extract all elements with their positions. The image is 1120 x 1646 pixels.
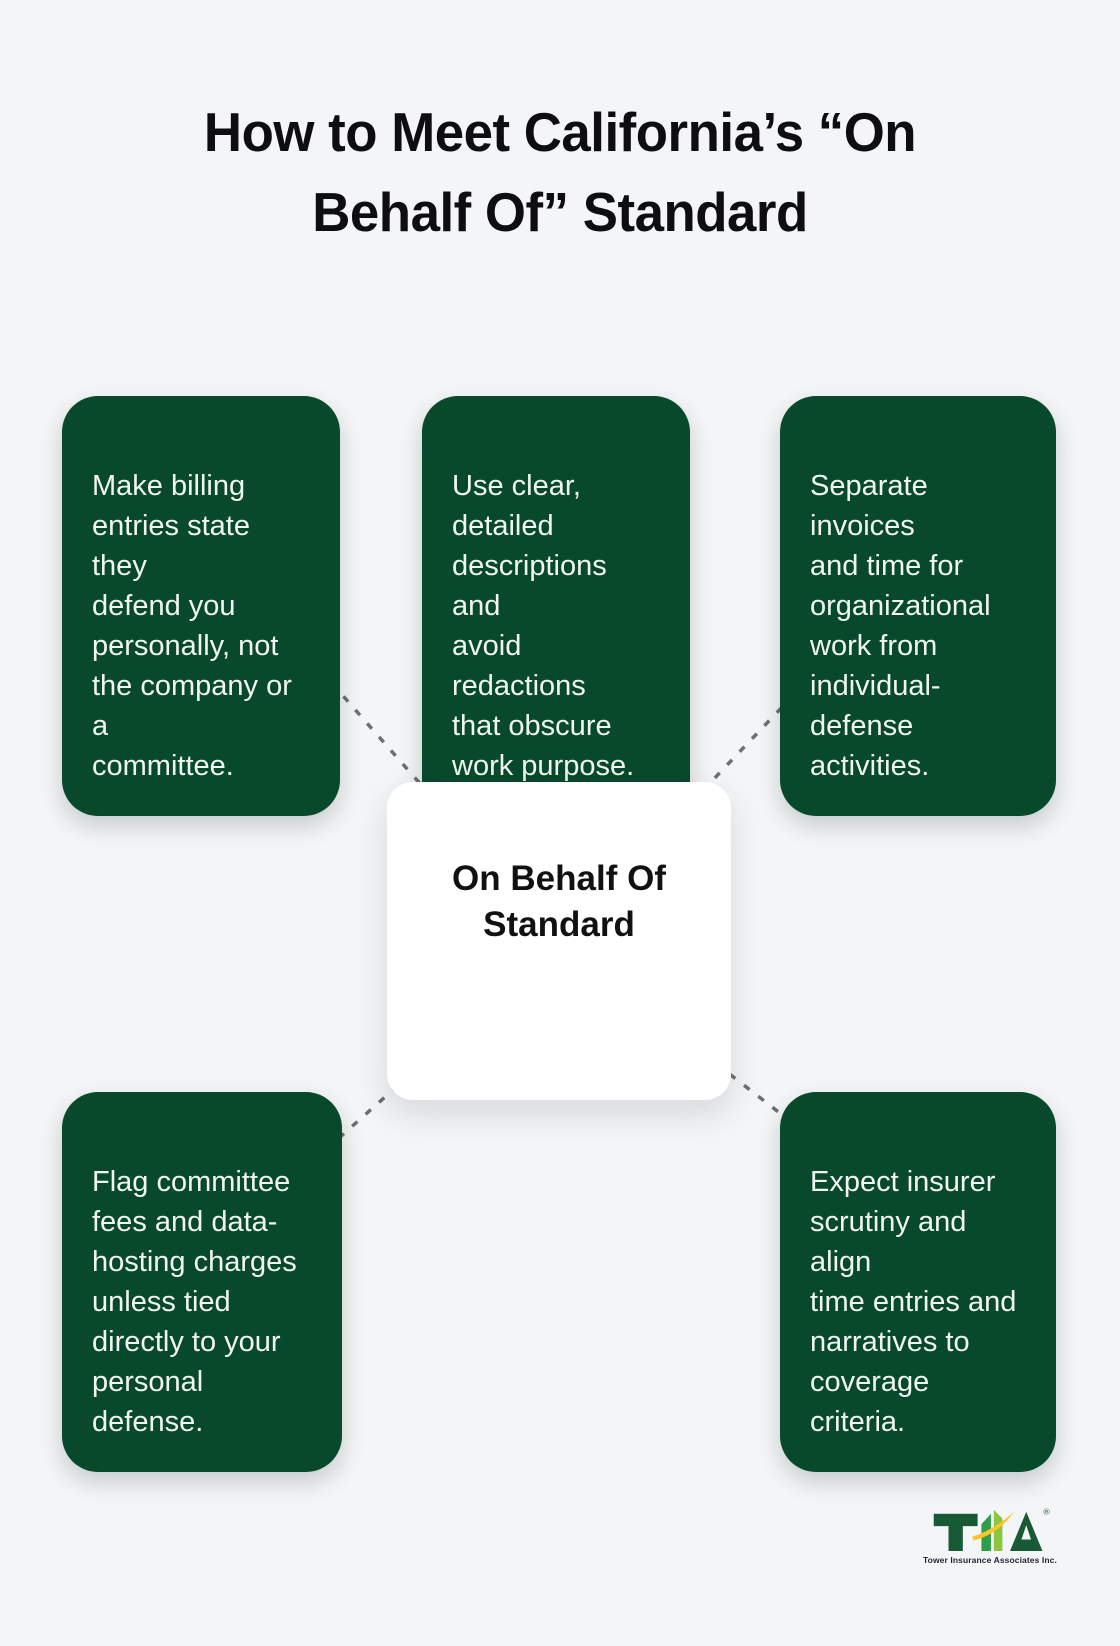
logo-letter-t — [933, 1513, 978, 1551]
tia-logo: ® Tower Insurance Associates Inc. — [922, 1505, 1058, 1565]
page-title: How to Meet California’s “On Behalf Of” … — [203, 101, 917, 243]
logo-registered-mark: ® — [1043, 1507, 1050, 1517]
tip-box-billing-entries: Make billing entries state they defend y… — [62, 396, 340, 816]
tip-box-insurer-scrutiny: Expect insurer scrutiny and align time e… — [780, 1092, 1056, 1472]
logo-letter-a — [1010, 1511, 1043, 1551]
tip-box-separate-invoices: Separate invoices and time for organizat… — [780, 396, 1056, 816]
tip-text: Flag committee fees and data- hosting ch… — [92, 1166, 297, 1438]
tip-text: Use clear, detailed descriptions and avo… — [452, 470, 635, 782]
center-node: On Behalf Of Standard — [387, 782, 731, 1100]
tip-text: Expect insurer scrutiny and align time e… — [810, 1166, 1017, 1438]
tip-text: Separate invoices and time for organizat… — [810, 470, 991, 782]
logo-tagline: Tower Insurance Associates Inc. — [923, 1555, 1057, 1565]
tip-text: Make billing entries state they defend y… — [92, 470, 292, 782]
tia-logo-icon: ® — [933, 1507, 1050, 1551]
tip-box-flag-fees: Flag committee fees and data- hosting ch… — [62, 1092, 342, 1472]
logo-swoosh — [971, 1511, 1014, 1541]
tip-box-clear-descriptions: Use clear, detailed descriptions and avo… — [422, 396, 690, 816]
logo-tower-bar-right — [993, 1509, 1003, 1551]
center-node-label: On Behalf Of Standard — [452, 859, 666, 944]
